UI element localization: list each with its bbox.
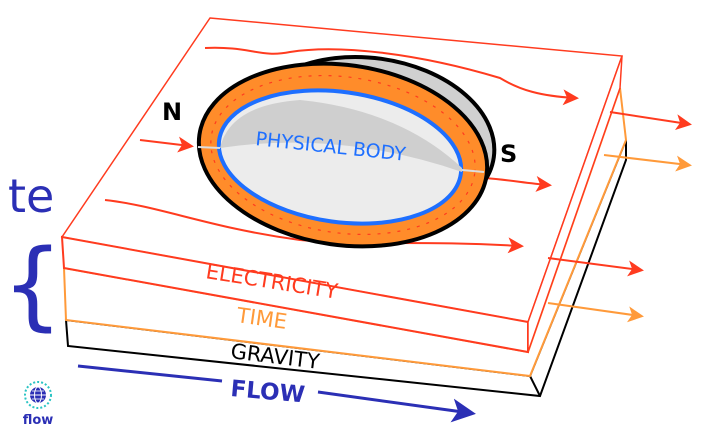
side-text: te	[8, 169, 54, 223]
logo-text: flow	[23, 413, 54, 428]
flow-logo: flow	[23, 381, 54, 428]
globe-icon	[30, 386, 46, 404]
time-arrows	[547, 154, 692, 323]
physical-body	[196, 54, 497, 249]
flow-arrow	[77, 364, 476, 423]
south-label: S	[500, 140, 517, 168]
north-label: N	[162, 98, 182, 126]
field-lines	[104, 46, 692, 277]
curly-brace: {	[2, 229, 63, 341]
flow-label: FLOW	[229, 376, 305, 408]
